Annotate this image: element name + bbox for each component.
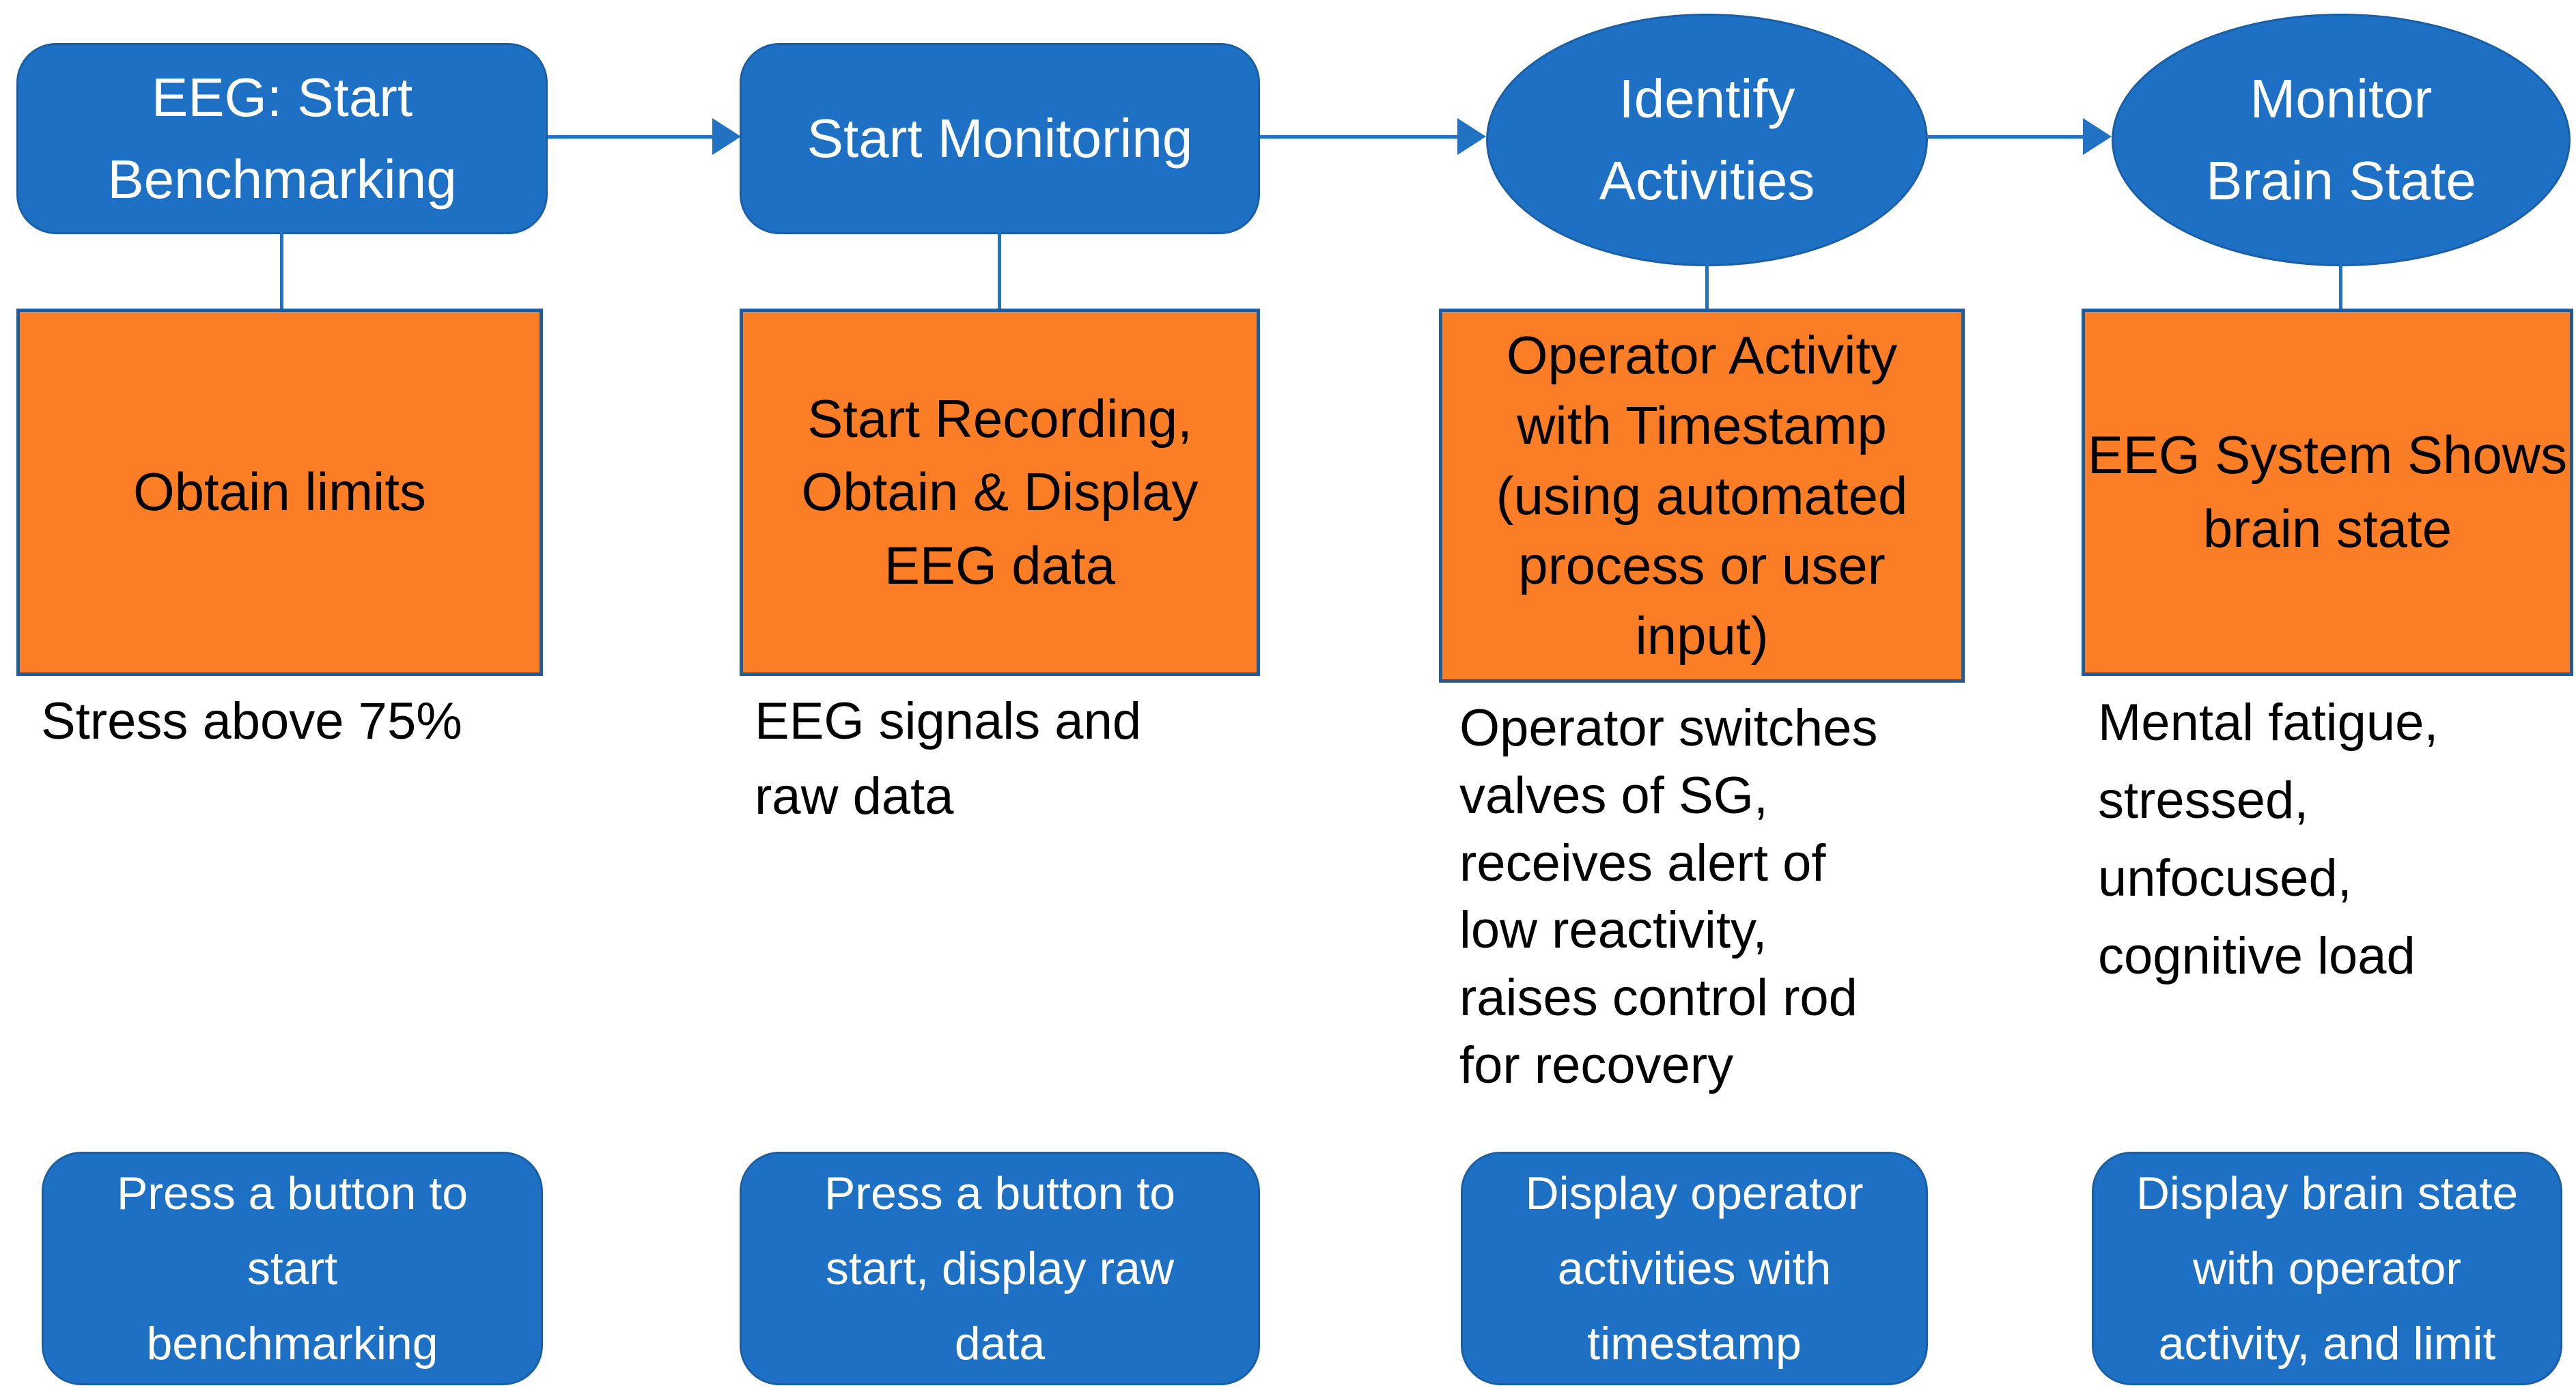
- process-operator-activity-timestamp: Operator Activity with Timestamp (using …: [1439, 309, 1965, 683]
- step-start-monitoring-label: Start Monitoring: [807, 108, 1193, 169]
- step-eeg-start-benchmarking-label: EEG: Start Benchmarking: [107, 67, 457, 210]
- connector-line-down-1: [280, 232, 283, 310]
- note-press-button-display-raw: Press a button to start, display raw dat…: [740, 1152, 1260, 1385]
- process-obtain-limits: Obtain limits: [16, 309, 543, 676]
- process-eeg-system-shows: EEG System Shows brain state: [2082, 309, 2573, 676]
- connector-line-2-3: [1260, 135, 1459, 139]
- connector-line-down-2: [998, 232, 1001, 310]
- step-identify-activities: Identify Activities: [1486, 14, 1928, 266]
- step-monitor-brain-state: Monitor Brain State: [2112, 14, 2571, 266]
- caption-operator-switches: Operator switches valves of SG, receives…: [1459, 699, 1878, 1094]
- arrow-right-icon: [712, 118, 741, 155]
- note-press-button-display-raw-label: Press a button to start, display raw dat…: [824, 1167, 1176, 1370]
- process-eeg-system-shows-label: EEG System Shows brain state: [2087, 425, 2568, 558]
- connector-line-down-4: [2339, 264, 2342, 310]
- caption-eeg-signals: EEG signals and raw data: [755, 692, 1142, 826]
- step-start-monitoring: Start Monitoring: [740, 43, 1260, 234]
- step-monitor-brain-state-label: Monitor Brain State: [2206, 68, 2476, 211]
- connector-line-1-2: [548, 135, 714, 139]
- caption-stress-above-75: Stress above 75%: [41, 692, 462, 750]
- process-obtain-limits-label: Obtain limits: [132, 462, 427, 522]
- note-press-button-benchmarking-label: Press a button to start benchmarking: [116, 1167, 468, 1370]
- step-eeg-start-benchmarking: EEG: Start Benchmarking: [16, 43, 548, 234]
- arrow-right-icon: [2083, 118, 2112, 155]
- note-display-operator-activities-label: Display operator activities with timesta…: [1525, 1167, 1864, 1370]
- note-display-brain-state-label: Display brain state with operator activi…: [2136, 1167, 2519, 1370]
- caption-mental-fatigue: Mental fatigue, stressed, unfocused, cog…: [2098, 694, 2439, 985]
- connector-line-3-4: [1928, 135, 2084, 139]
- note-press-button-benchmarking: Press a button to start benchmarking: [42, 1152, 543, 1385]
- arrow-right-icon: [1457, 118, 1486, 155]
- note-display-operator-activities: Display operator activities with timesta…: [1461, 1152, 1928, 1385]
- step-identify-activities-label: Identify Activities: [1599, 68, 1815, 211]
- process-operator-activity-timestamp-label: Operator Activity with Timestamp (using …: [1496, 324, 1908, 666]
- process-start-recording-label: Start Recording, Obtain & Display EEG da…: [801, 388, 1199, 595]
- note-display-brain-state: Display brain state with operator activi…: [2092, 1152, 2562, 1385]
- connector-line-down-3: [1705, 264, 1709, 310]
- process-start-recording: Start Recording, Obtain & Display EEG da…: [740, 309, 1260, 676]
